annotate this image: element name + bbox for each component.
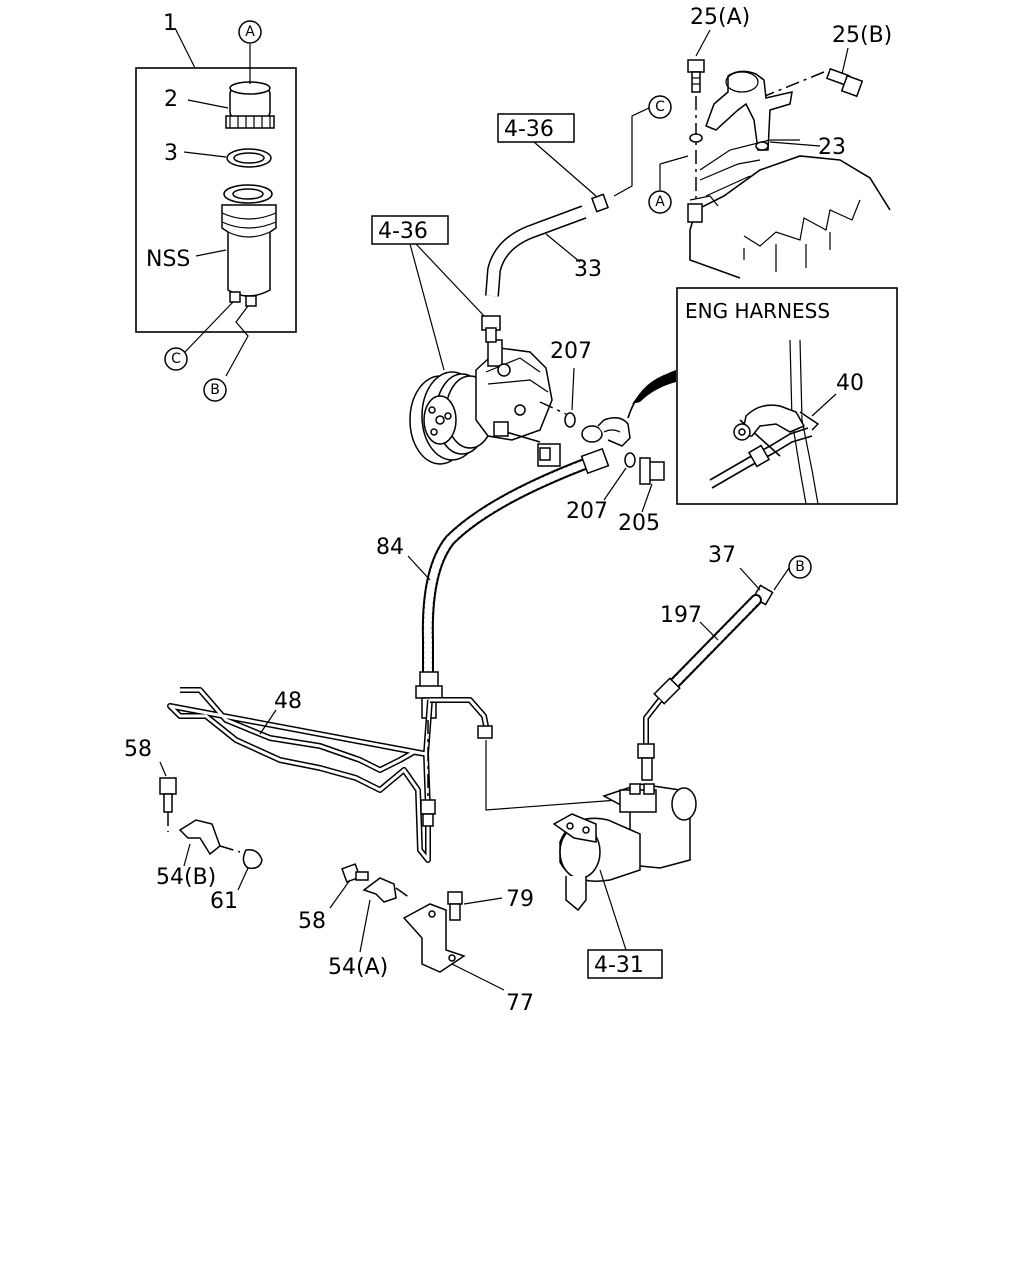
steering-gear-box	[552, 783, 697, 912]
union-bolt-205	[639, 457, 665, 485]
bolt-58-left	[159, 777, 177, 795]
callout-2: 2	[164, 87, 178, 112]
reference-box-4-36-top: 4-36	[497, 113, 575, 143]
bolt-25a	[687, 59, 705, 93]
clamp-left-group	[159, 777, 263, 870]
callout-1: 1	[163, 11, 177, 36]
callout-40: 40	[836, 371, 864, 396]
callout-25b: 25(B)	[832, 23, 892, 48]
bracket-23	[689, 70, 793, 151]
callout-79: 79	[506, 887, 534, 912]
callout-37: 37	[708, 543, 736, 568]
bolt-79	[447, 891, 463, 905]
callout-205: 205	[618, 511, 660, 536]
callout-207-lower: 207	[566, 499, 608, 524]
svg-text:C: C	[171, 351, 181, 367]
clamp-lower-group	[341, 863, 466, 973]
reservoir-group: 1 2 3	[135, 11, 297, 377]
bolt-25b	[825, 67, 864, 98]
reservoir-group-box	[135, 67, 297, 333]
svg-text:B: B	[210, 382, 220, 398]
callout-25a: 25(A)	[690, 5, 750, 30]
callout-48: 48	[274, 689, 302, 714]
washer-207-lower	[624, 452, 636, 468]
callout-ref-4-31: 4-31	[594, 953, 644, 978]
callout-54b: 54(B)	[156, 865, 216, 890]
marker-b-left: B	[203, 378, 227, 402]
reservoir-cap	[225, 81, 275, 129]
svg-text:B: B	[795, 559, 805, 575]
callout-3: 3	[164, 141, 178, 166]
reservoir-body	[221, 184, 277, 307]
clamp-54a	[362, 877, 397, 903]
marker-c-left: C	[164, 347, 188, 371]
marker-a-top: A	[238, 20, 262, 44]
marker-c-top: C	[648, 95, 672, 119]
hose-clamp-33-end	[591, 193, 609, 213]
clip-61	[242, 848, 263, 870]
reference-box-4-31: 4-31	[587, 949, 663, 979]
callout-77: 77	[506, 991, 534, 1016]
power-steering-pump	[409, 315, 561, 467]
pressure-union-fitting	[581, 417, 631, 447]
callout-nss: NSS	[146, 247, 190, 272]
bracket-77	[402, 903, 466, 973]
callout-58-lower: 58	[298, 909, 326, 934]
engine-harness-inset: ENG HARNESS 40	[627, 287, 898, 505]
eng-harness-title: ENG HARNESS	[685, 299, 830, 323]
washer-207-upper	[564, 412, 576, 428]
reservoir-bracket-assembly: 25(A) 25(B) 23	[659, 5, 892, 279]
reference-box-4-36-pump: 4-36	[371, 215, 449, 245]
harness-clip-40	[733, 404, 820, 441]
engine-block-outline	[687, 139, 891, 279]
callout-58-left: 58	[124, 737, 152, 762]
callout-33: 33	[574, 257, 602, 282]
callout-ref-4-36-pump: 4-36	[378, 219, 428, 244]
marker-b-right: B	[788, 555, 812, 579]
svg-text:A: A	[245, 24, 255, 40]
return-hose-197	[637, 594, 762, 781]
pressure-hose-84	[415, 447, 610, 719]
pressure-pipe-48	[167, 687, 493, 863]
callout-197: 197	[660, 603, 702, 628]
callout-84: 84	[376, 535, 404, 560]
svg-text:C: C	[655, 99, 665, 115]
callout-61: 61	[210, 889, 238, 914]
callout-23: 23	[818, 135, 846, 160]
marker-a-right: A	[648, 190, 672, 214]
return-hose-33	[485, 205, 587, 297]
svg-text:A: A	[655, 194, 665, 210]
clamp-54b	[178, 819, 221, 856]
callout-207-upper: 207	[550, 339, 592, 364]
callout-ref-4-36-top: 4-36	[504, 117, 554, 142]
callout-54a: 54(A)	[328, 955, 388, 980]
